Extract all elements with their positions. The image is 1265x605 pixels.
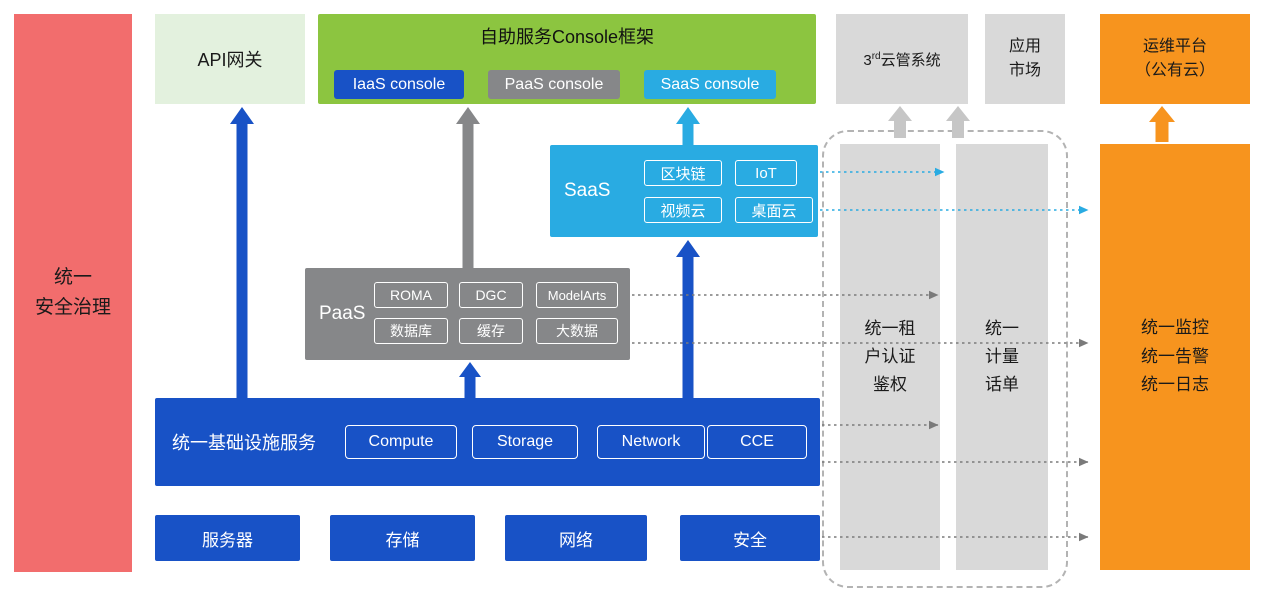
bigdata-chip: 大数据: [536, 318, 618, 344]
saas-label: SaaS: [564, 180, 611, 201]
app-market-label: 应用 市场: [1008, 38, 1041, 79]
monitoring-alarm-log-bar: 统一监控 统一告警 统一日志: [1100, 144, 1250, 570]
api-gateway-label: API网关: [197, 50, 263, 70]
om-platform-label: 运维平台 （公有云）: [1134, 38, 1215, 79]
security-governance-bar: 统一 安全治理: [14, 14, 132, 572]
paas-box: PaaS ROMA DGC ModelArts 数据库 缓存 大数据: [305, 268, 630, 360]
network-chip: Network: [597, 425, 705, 459]
security-governance-label: 统一 安全治理: [34, 266, 111, 318]
arrow-saas-to-console: [676, 107, 700, 145]
storage-chip: Storage: [472, 425, 578, 459]
saas-box: SaaS 区块链 IoT 视频云 桌面云: [550, 145, 818, 237]
arrow-monitor-to-om-platform: [1149, 106, 1175, 142]
app-market-box: 应用 市场: [985, 14, 1065, 104]
iot-chip: IoT: [735, 160, 797, 186]
arrow-paas-to-console: [456, 107, 480, 268]
third-party-cloud-label: 3rd云管系统: [863, 50, 941, 69]
console-framework-box: 自助服务Console框架 IaaS console PaaS console …: [318, 14, 816, 104]
metering-billing-label: 统一 计量 话单: [985, 318, 1019, 395]
shared-services-dashed-container: [822, 130, 1068, 588]
dgc-chip: DGC: [459, 282, 523, 308]
security-hw-box: 安全: [680, 515, 820, 561]
infrastructure-services-box: 统一基础设施服务 Compute Storage Network CCE: [155, 398, 820, 486]
om-platform-box: 运维平台 （公有云）: [1100, 14, 1250, 104]
monitoring-alarm-log-label: 统一监控 统一告警 统一日志: [1141, 317, 1209, 395]
roma-chip: ROMA: [374, 282, 448, 308]
paas-label: PaaS: [319, 303, 366, 324]
tenant-auth-label: 统一租 户认证 鉴权: [864, 318, 916, 395]
arrow-infra-to-api-gateway: [230, 107, 254, 398]
infrastructure-services-label: 统一基础设施服务: [172, 433, 316, 453]
server-box: 服务器: [155, 515, 300, 561]
cache-chip: 缓存: [459, 318, 523, 344]
modelarts-chip: ModelArts: [536, 282, 618, 308]
iaas-console-chip: IaaS console: [334, 70, 464, 99]
blockchain-chip: 区块链: [644, 160, 722, 186]
superscript-rd: rd: [871, 50, 881, 62]
video-cloud-chip: 视频云: [644, 197, 722, 223]
third-party-cloud-box: 3rd云管系统: [836, 14, 968, 104]
network-hw-box: 网络: [505, 515, 647, 561]
tenant-auth-bar: 统一租 户认证 鉴权: [840, 144, 940, 570]
compute-chip: Compute: [345, 425, 457, 459]
metering-billing-bar: 统一 计量 话单: [956, 144, 1048, 570]
paas-console-chip: PaaS console: [488, 70, 620, 99]
cce-chip: CCE: [707, 425, 807, 459]
database-chip: 数据库: [374, 318, 448, 344]
console-framework-title: 自助服务Console框架: [479, 27, 655, 47]
desktop-cloud-chip: 桌面云: [735, 197, 813, 223]
api-gateway-box: API网关: [155, 14, 305, 104]
arrow-infra-to-paas: [459, 362, 481, 398]
storage-hw-box: 存储: [330, 515, 475, 561]
saas-console-chip: SaaS console: [644, 70, 776, 99]
arrow-infra-to-saas: [676, 240, 700, 398]
